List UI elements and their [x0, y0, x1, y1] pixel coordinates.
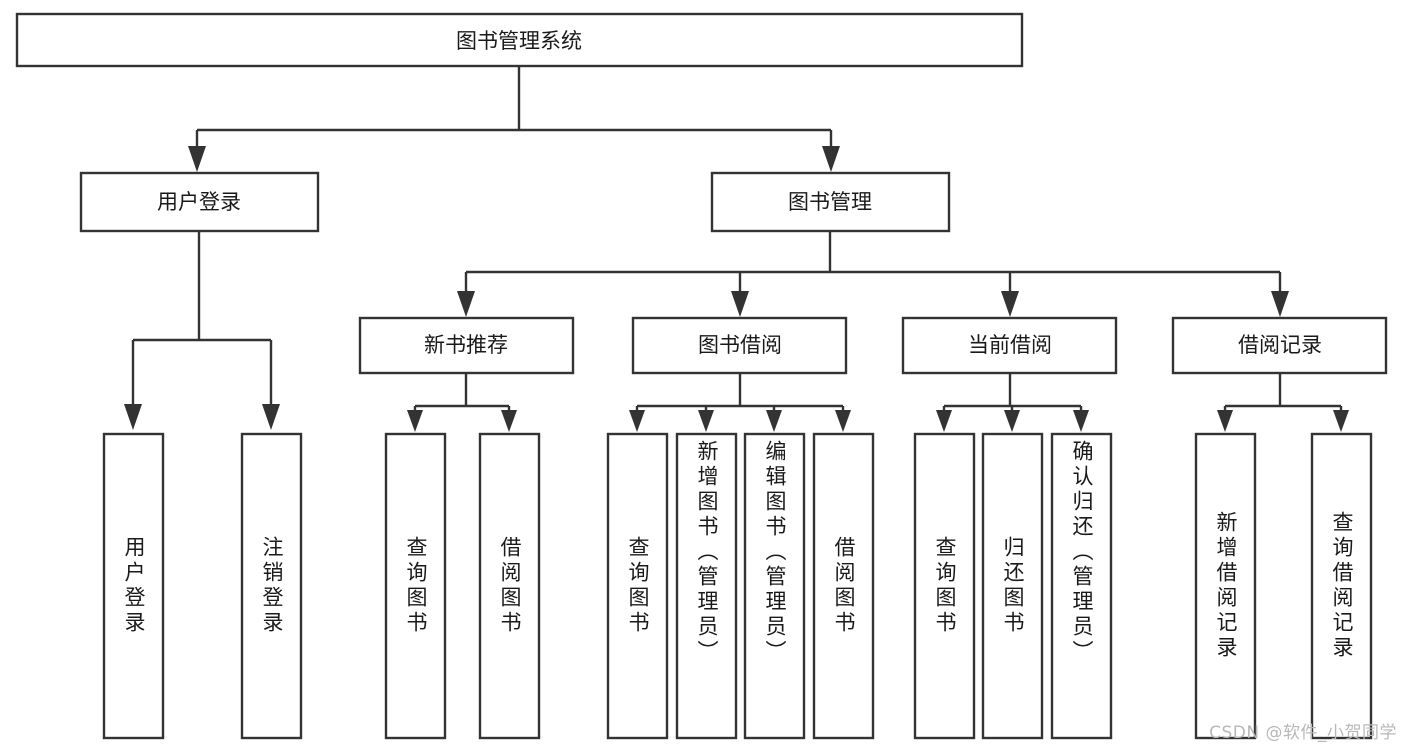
arrow-head-icon: [629, 410, 645, 432]
arrow-head-icon: [1073, 410, 1089, 432]
connector-bookborrow-to-leaves: [629, 373, 851, 432]
arrow-head-icon: [188, 146, 206, 172]
leaf-add-book-box[interactable]: [675, 432, 738, 740]
node-new-book-rec-box: [358, 316, 575, 375]
node-new-book-rec-label: 新书推荐: [424, 333, 508, 357]
leaf-query-book-3-box[interactable]: [913, 432, 976, 740]
node-borrow-record-label: 借阅记录: [1238, 333, 1322, 357]
arrow-head-icon: [407, 410, 423, 432]
leaf-borrow-book-1-box[interactable]: [478, 432, 541, 740]
node-user-login[interactable]: 用户登录: [79, 171, 320, 233]
leaf-edit-book-box[interactable]: [743, 432, 806, 740]
node-new-book-rec[interactable]: 新书推荐: [358, 316, 575, 375]
node-user-login-box: [79, 171, 320, 233]
arrow-head-icon: [457, 291, 475, 317]
leaf-query-book-1-box[interactable]: [384, 432, 447, 740]
node-root-label: 图书管理系统: [456, 29, 582, 53]
connector-userlogin-to-leaves: [124, 231, 280, 430]
leaf-user-login-box[interactable]: [102, 432, 165, 740]
leaf-query-record-box[interactable]: [1310, 432, 1373, 740]
connector-root-to-level1: [188, 66, 840, 172]
arrow-head-icon: [1271, 291, 1289, 317]
arrow-head-icon: [766, 410, 782, 432]
arrow-head-icon: [124, 404, 142, 430]
arrow-head-icon: [1333, 410, 1349, 432]
arrow-head-icon: [698, 410, 714, 432]
leaf-return-book-box[interactable]: [981, 432, 1044, 740]
arrow-head-icon: [501, 410, 517, 432]
node-root-system[interactable]: 图书管理系统: [15, 12, 1024, 68]
connector-borrowrecord-to-leaves: [1217, 373, 1349, 432]
node-user-login-label: 用户登录: [157, 190, 241, 214]
arrow-head-icon: [835, 410, 851, 432]
arrow-head-icon: [822, 146, 840, 172]
arrow-head-icon: [262, 404, 280, 430]
leaf-user-logout-box[interactable]: [240, 432, 303, 740]
node-book-borrow-label: 图书借阅: [698, 333, 782, 357]
node-root-box: [15, 12, 1024, 68]
node-current-borrow-label: 当前借阅: [968, 333, 1052, 357]
connector-currentborrow-to-leaves: [936, 373, 1089, 432]
leaf-borrow-book-2-box[interactable]: [812, 432, 875, 740]
connector-bookmanage-to-level2: [457, 231, 1289, 317]
node-current-borrow-box: [901, 316, 1118, 375]
node-book-manage-label: 图书管理: [788, 190, 872, 214]
arrow-head-icon: [936, 410, 952, 432]
leaf-add-record-box[interactable]: [1194, 432, 1257, 740]
node-book-manage[interactable]: 图书管理: [710, 171, 951, 233]
watermark-text: CSDN @软件_小贺同学: [1209, 723, 1397, 743]
node-borrow-record[interactable]: 借阅记录: [1171, 316, 1388, 375]
arrow-head-icon: [1001, 291, 1019, 317]
leaf-confirm-return-box[interactable]: [1050, 432, 1113, 740]
arrow-head-icon: [1217, 410, 1233, 432]
arrow-head-icon: [1004, 410, 1020, 432]
node-current-borrow[interactable]: 当前借阅: [901, 316, 1118, 375]
arrow-head-icon: [731, 291, 749, 317]
node-book-borrow[interactable]: 图书借阅: [631, 316, 848, 375]
connector-newbookrec-to-leaves: [407, 373, 517, 432]
leaf-query-book-2-box[interactable]: [606, 432, 669, 740]
